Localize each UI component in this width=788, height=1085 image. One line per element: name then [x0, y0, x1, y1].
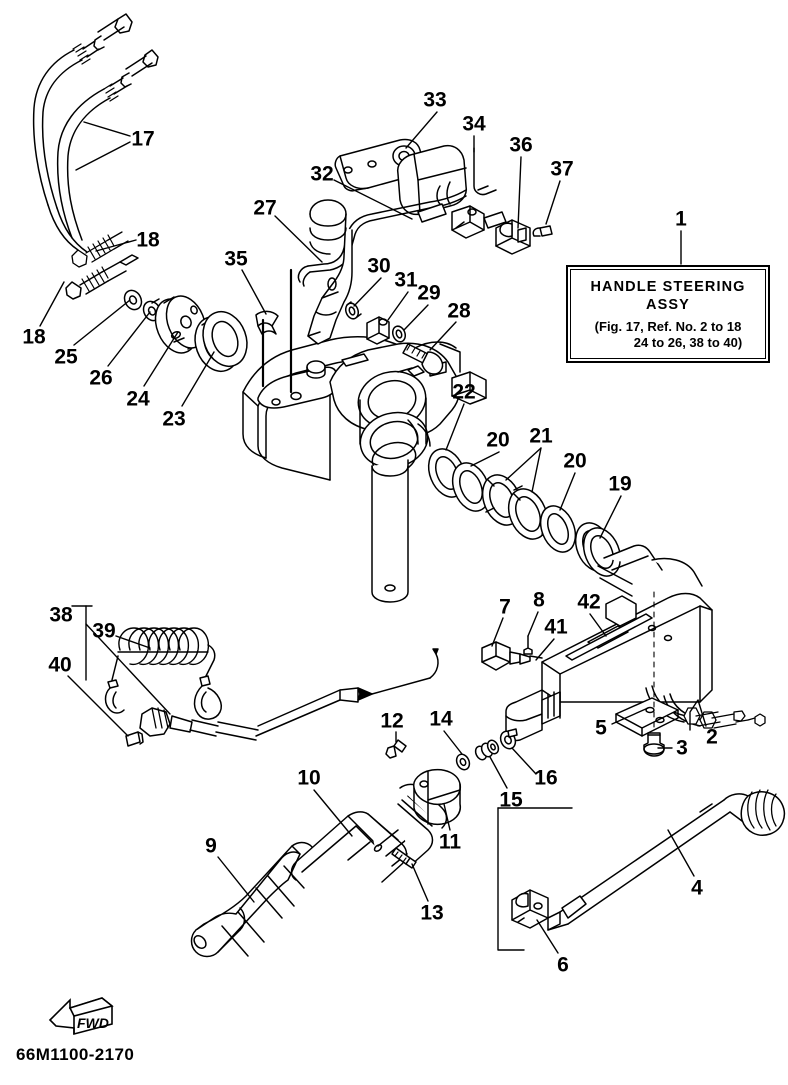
reference-number-4: 4 — [691, 876, 703, 900]
callout-line-1: HANDLE STEERING — [590, 278, 746, 295]
svg-text:FWD: FWD — [77, 1015, 109, 1031]
reference-number-5: 5 — [595, 716, 607, 740]
callout-line-2: ASSY — [646, 296, 690, 313]
cable-clamp-7 — [481, 641, 543, 671]
steering-bracket-body — [242, 336, 487, 603]
reference-number-33: 33 — [423, 88, 447, 112]
reference-number-19: 19 — [608, 472, 632, 496]
reference-number-20: 20 — [563, 449, 587, 473]
reference-number-36: 36 — [509, 133, 533, 157]
reference-number-11: 11 — [438, 830, 462, 854]
mount-bracket-5 — [615, 697, 679, 737]
reference-number-8: 8 — [533, 588, 545, 612]
reference-number-6: 6 — [557, 953, 569, 977]
reference-number-10: 10 — [297, 766, 321, 790]
shift-lever-assembly — [307, 199, 444, 375]
reference-number-29: 29 — [417, 281, 441, 305]
reference-number-15: 15 — [499, 788, 523, 812]
reference-number-22: 22 — [452, 380, 476, 404]
reference-number-21: 21 — [529, 424, 553, 448]
fwd-arrow-icon: FWD — [46, 994, 118, 1036]
reference-number-31: 31 — [394, 268, 418, 292]
shaft-washers — [455, 728, 518, 771]
reference-number-13: 13 — [420, 901, 444, 925]
reference-number-27: 27 — [253, 196, 277, 220]
reference-number-28: 28 — [447, 299, 471, 323]
reference-number-12: 12 — [380, 709, 404, 733]
reference-number-3: 3 — [676, 736, 688, 760]
reference-number-37: 37 — [550, 157, 574, 181]
handle-steering-assy-callout: HANDLE STEERING ASSY (Fig. 17, Ref. No. … — [566, 265, 770, 363]
reference-number-42: 42 — [577, 590, 601, 614]
throttle-cable-assembly — [32, 13, 159, 300]
reference-number-35: 35 — [224, 247, 248, 271]
reference-number-17: 17 — [131, 127, 155, 151]
reference-number-7: 7 — [499, 595, 511, 619]
reference-number-24: 24 — [126, 387, 150, 411]
tiller-arm-body — [505, 544, 713, 742]
lanyard-assembly — [104, 627, 439, 747]
steering-rod-assembly — [511, 789, 786, 931]
reference-number-41: 41 — [544, 615, 568, 639]
reference-number-32: 32 — [310, 162, 334, 186]
reference-number-39: 39 — [92, 619, 116, 643]
reference-number-16: 16 — [534, 766, 558, 790]
reference-number-23: 23 — [162, 407, 186, 431]
handle-washers-and-plate — [123, 289, 248, 373]
arm-cables — [645, 685, 766, 729]
reference-number-14: 14 — [429, 707, 453, 731]
shim-35 — [255, 310, 279, 335]
tiller-grip-assembly — [190, 739, 462, 958]
reference-number-2: 2 — [706, 725, 718, 749]
reference-number-25: 25 — [54, 345, 78, 369]
leader-lines — [39, 111, 707, 954]
throttle-linkage-assembly — [297, 138, 553, 287]
reference-number-38: 38 — [49, 603, 73, 627]
reference-number-34: 34 — [462, 112, 486, 136]
callout-line-3: (Fig. 17, Ref. No. 2 to 18 — [594, 318, 742, 334]
reference-number-30: 30 — [367, 254, 391, 278]
reference-number-20: 20 — [486, 428, 510, 452]
reference-number-40: 40 — [48, 653, 72, 677]
thrust-washer-stack — [427, 448, 622, 577]
reference-number-9: 9 — [205, 834, 217, 858]
reference-number-18: 18 — [22, 325, 46, 349]
callout-line-4: 24 to 26, 38 to 40) — [633, 334, 743, 350]
pin-8 — [523, 635, 533, 655]
bolt-3 — [643, 732, 665, 757]
reference-number-26: 26 — [89, 366, 113, 390]
reference-number-18: 18 — [136, 228, 160, 252]
reference-number-1: 1 — [675, 207, 687, 231]
diagram-code: 66M1100-2170 — [16, 1045, 135, 1064]
